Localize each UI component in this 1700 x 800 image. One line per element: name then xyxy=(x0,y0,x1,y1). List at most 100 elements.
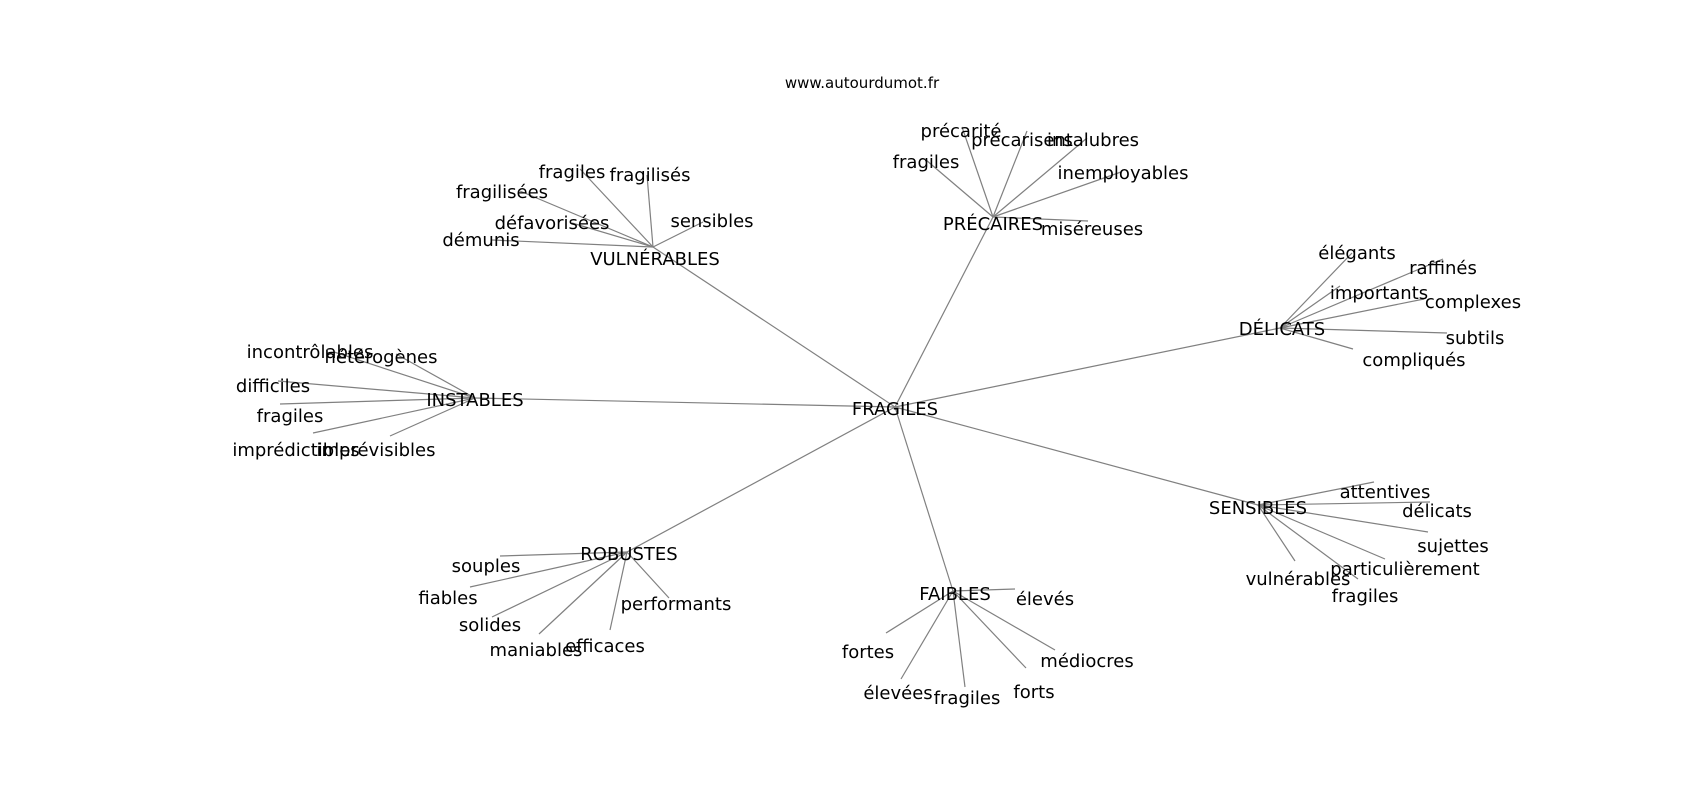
word-node-instables-fragiles[interactable]: fragiles xyxy=(257,406,324,427)
edge-root-delicats xyxy=(894,327,1281,408)
edge-vulnerables-fragiles xyxy=(579,168,654,248)
word-node-sensibles-attentives[interactable]: attentives xyxy=(1340,482,1431,503)
word-node-precaires-insalubres[interactable]: insalubres xyxy=(1047,130,1139,151)
word-node-sensibles-particulierement[interactable]: particulièrement xyxy=(1330,559,1479,580)
word-node-robustes-maniables[interactable]: maniables xyxy=(490,640,583,661)
edge-precaires-precarisent xyxy=(992,130,1028,218)
source-watermark[interactable]: www.autourdumot.fr xyxy=(785,74,940,92)
edge-precaires-precarite xyxy=(961,126,994,218)
edge-vulnerables-defavorisees xyxy=(571,222,654,248)
edge-vulnerables-fragilisees xyxy=(519,190,654,248)
word-node-faibles-fortes[interactable]: fortes xyxy=(842,642,894,663)
edge-delicats-importants xyxy=(1279,285,1341,329)
word-node-faibles-fragiles[interactable]: fragiles xyxy=(934,688,1001,709)
word-node-instables-incontrolables[interactable]: incontrôlables xyxy=(247,342,374,363)
edge-instables-incontrolables xyxy=(333,351,476,399)
word-node-vulnerables-fragilisees[interactable]: fragilisées xyxy=(456,182,548,203)
edge-delicats-subtils xyxy=(1279,327,1448,334)
edge-vulnerables-demunis xyxy=(491,239,654,248)
cluster-node-faibles[interactable]: FAIBLES xyxy=(919,584,991,605)
word-node-robustes-efficaces[interactable]: efficaces xyxy=(565,636,645,657)
cluster-node-precaires[interactable]: PRÉCAIRES xyxy=(943,213,1043,235)
edge-root-robustes xyxy=(626,406,896,553)
edge-faibles-fragiles xyxy=(952,590,966,688)
edge-robustes-maniables xyxy=(538,551,628,635)
cluster-node-delicats[interactable]: DÉLICATS xyxy=(1239,318,1325,340)
edge-precaires-insalubres xyxy=(992,137,1088,218)
word-node-sensibles-fragiles[interactable]: fragiles xyxy=(1332,586,1399,607)
word-node-faibles-elevees[interactable]: élevées xyxy=(863,683,932,704)
word-node-delicats-importants[interactable]: importants xyxy=(1330,283,1428,304)
edge-faibles-elevees xyxy=(900,590,954,680)
edge-precaires-inemployables xyxy=(992,171,1122,218)
word-node-precaires-inemployables[interactable]: inemployables xyxy=(1057,163,1188,184)
edge-delicats-compliques xyxy=(1279,327,1354,350)
edge-root-instables xyxy=(474,397,896,408)
edge-sensibles-attentives xyxy=(1257,481,1375,506)
edge-vulnerables-fragilises xyxy=(646,174,654,248)
word-node-faibles-mediocres[interactable]: médiocres xyxy=(1040,651,1133,672)
edge-instables-impredictibles xyxy=(312,397,476,434)
cluster-node-sensibles[interactable]: SENSIBLES xyxy=(1209,498,1307,519)
word-node-vulnerables-defavorisees[interactable]: défavorisées xyxy=(495,213,610,234)
word-node-faibles-eleves[interactable]: élevés xyxy=(1016,589,1074,610)
word-node-robustes-performants[interactable]: performants xyxy=(621,594,732,615)
edge-robustes-performants xyxy=(626,551,670,599)
edge-sensibles-particulierement xyxy=(1257,504,1386,560)
edge-delicats-elegants xyxy=(1279,252,1353,329)
word-node-precaires-precarite[interactable]: précarité xyxy=(921,121,1002,142)
word-node-vulnerables-fragiles[interactable]: fragiles xyxy=(539,162,606,183)
edge-instables-fragiles xyxy=(279,397,476,405)
edge-precaires-misereuses xyxy=(992,216,1089,222)
edge-instables-difficiles xyxy=(277,380,476,399)
word-node-precaires-precarisent[interactable]: précarisent xyxy=(971,130,1073,151)
word-node-sensibles-vulnerables[interactable]: vulnérables xyxy=(1246,569,1351,590)
word-node-delicats-elegants[interactable]: élégants xyxy=(1318,243,1395,264)
edge-faibles-mediocres xyxy=(952,590,1056,651)
word-node-precaires-fragiles[interactable]: fragiles xyxy=(893,152,960,173)
edge-vulnerables-sensibles xyxy=(652,221,704,248)
cluster-node-instables[interactable]: INSTABLES xyxy=(426,390,523,411)
edge-instables-heterogenes xyxy=(395,353,476,399)
word-node-robustes-solides[interactable]: solides xyxy=(459,615,521,636)
edge-root-precaires xyxy=(894,216,994,408)
cluster-node-vulnerables[interactable]: VULNÉRABLES xyxy=(590,248,720,270)
edge-delicats-raffines xyxy=(1279,258,1444,329)
word-node-instables-difficiles[interactable]: difficiles xyxy=(236,376,310,397)
word-node-delicats-raffines[interactable]: raffinés xyxy=(1409,258,1477,279)
root-node[interactable]: FRAGILES xyxy=(852,399,938,420)
edge-robustes-solides xyxy=(491,551,628,618)
edge-precaires-fragiles xyxy=(925,159,994,218)
word-node-robustes-souples[interactable]: souples xyxy=(452,556,521,577)
edge-robustes-fiables xyxy=(469,551,628,588)
edge-sensibles-vulnerables xyxy=(1257,504,1296,562)
edge-robustes-efficaces xyxy=(609,551,628,631)
word-node-delicats-subtils[interactable]: subtils xyxy=(1446,328,1505,349)
edge-instables-imprevisibles xyxy=(389,397,476,437)
word-node-delicats-complexes[interactable]: complexes xyxy=(1425,292,1521,313)
edge-delicats-complexes xyxy=(1279,298,1425,329)
word-node-delicats-compliques[interactable]: compliqués xyxy=(1362,350,1465,371)
word-node-vulnerables-fragilises[interactable]: fragilisés xyxy=(609,165,690,186)
edge-sensibles-sujettes xyxy=(1257,504,1429,533)
cluster-node-robustes[interactable]: ROBUSTES xyxy=(580,544,677,565)
word-node-vulnerables-sensibles[interactable]: sensibles xyxy=(670,211,753,232)
edge-faibles-fortes xyxy=(885,590,954,634)
edge-sensibles-fragiles xyxy=(1257,504,1359,580)
edge-sensibles-delicats xyxy=(1257,501,1431,506)
word-node-sensibles-sujettes[interactable]: sujettes xyxy=(1417,536,1488,557)
word-node-instables-heterogenes[interactable]: hétérogènes xyxy=(325,347,438,368)
word-node-precaires-misereuses[interactable]: miséreuses xyxy=(1041,219,1143,240)
word-node-instables-imprevisibles[interactable]: imprévisibles xyxy=(317,440,436,461)
word-node-robustes-fiables[interactable]: fiables xyxy=(418,588,477,609)
edge-root-faibles xyxy=(894,406,954,592)
edge-root-vulnerables xyxy=(652,246,896,408)
word-node-vulnerables-demunis[interactable]: démunis xyxy=(442,230,519,251)
word-node-faibles-forts[interactable]: forts xyxy=(1013,682,1054,703)
word-node-sensibles-delicats[interactable]: délicats xyxy=(1402,501,1472,522)
word-node-instables-impredictibles[interactable]: imprédictibles xyxy=(232,440,359,461)
edge-faibles-forts xyxy=(952,590,1027,669)
edge-root-sensibles xyxy=(894,406,1259,506)
